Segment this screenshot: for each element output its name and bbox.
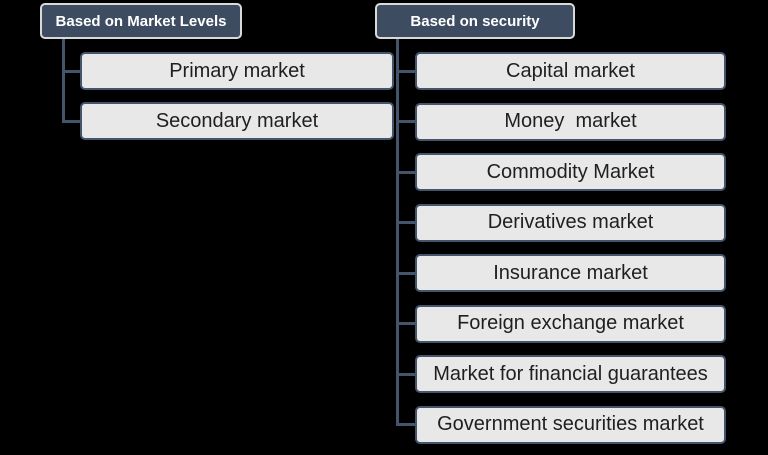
left-tree-header: Based on Market Levels: [40, 3, 242, 39]
left-tree-nodes: Primary market Secondary market: [62, 52, 394, 140]
node-secondary-market: Secondary market: [62, 102, 394, 140]
node-government-securities-market: Government securities market: [397, 405, 726, 444]
node-money-market: Money market: [397, 102, 726, 141]
node-insurance-market: Insurance market: [397, 254, 726, 292]
right-tree-header: Based on security: [375, 3, 575, 39]
node-market-for-financial-guarantees: Market for financial guarantees: [397, 355, 726, 393]
right-tree-nodes: Capital market Money market Commodity Ma…: [397, 52, 726, 444]
right-tree-connector-line: [396, 39, 399, 426]
node-commodity-market: Commodity Market: [397, 153, 726, 191]
node-capital-market: Capital market: [397, 52, 726, 90]
node-derivatives-market: Derivatives market: [397, 203, 726, 242]
node-primary-market: Primary market: [62, 52, 394, 90]
node-foreign-exchange-market: Foreign exchange market: [397, 304, 726, 343]
left-tree-connector-line: [62, 39, 65, 123]
